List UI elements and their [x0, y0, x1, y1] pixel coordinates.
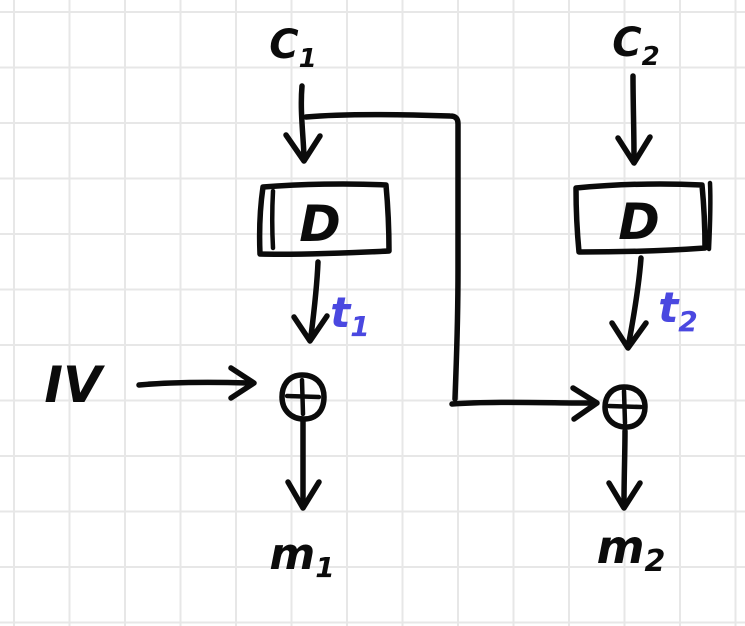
m1-label: m1 — [269, 529, 334, 584]
iv-arrow-stem — [136, 379, 252, 388]
c1-arrow-stem — [298, 83, 307, 159]
c1-arrowhead-icon — [283, 132, 323, 164]
c1-label: C1 — [269, 22, 316, 74]
m2-arrowhead-icon — [606, 480, 643, 511]
iv-label: IV — [44, 356, 105, 414]
d1-box — [256, 181, 392, 258]
xor2-circle — [602, 384, 648, 430]
d2-output-arrow-stem — [626, 255, 644, 345]
d2-box-double-stroke — [706, 180, 713, 252]
c1-branch-line — [303, 111, 461, 402]
m2-label: m2 — [597, 520, 666, 579]
iv-arrowhead-icon — [228, 365, 257, 401]
d2-label: D — [618, 193, 660, 251]
d1-box-double-stroke — [270, 188, 276, 251]
block1-group: D t1 IV C1 m1 — [44, 22, 600, 584]
d1-label: D — [299, 195, 341, 253]
t1-label: t1 — [330, 288, 370, 343]
branch-arrow-stem — [449, 399, 595, 407]
d2-box — [573, 181, 708, 255]
m2-arrow-stem — [621, 428, 628, 505]
xor2-plus-vertical — [621, 388, 628, 426]
d1-output-arrowhead-icon — [291, 313, 330, 344]
block2-group: D t2 C2 m2 — [573, 20, 713, 579]
c2-label: C2 — [612, 20, 659, 72]
d1-output-arrow-stem — [308, 259, 321, 339]
d2-output-arrowhead-icon — [609, 320, 649, 351]
xor1-plus-vertical — [299, 377, 306, 417]
t2-label: t2 — [658, 283, 698, 338]
branch-arrowhead-icon — [570, 385, 600, 422]
c2-arrowhead-icon — [615, 134, 653, 166]
c2-arrow-stem — [630, 73, 637, 160]
m1-arrowhead-icon — [285, 479, 322, 511]
